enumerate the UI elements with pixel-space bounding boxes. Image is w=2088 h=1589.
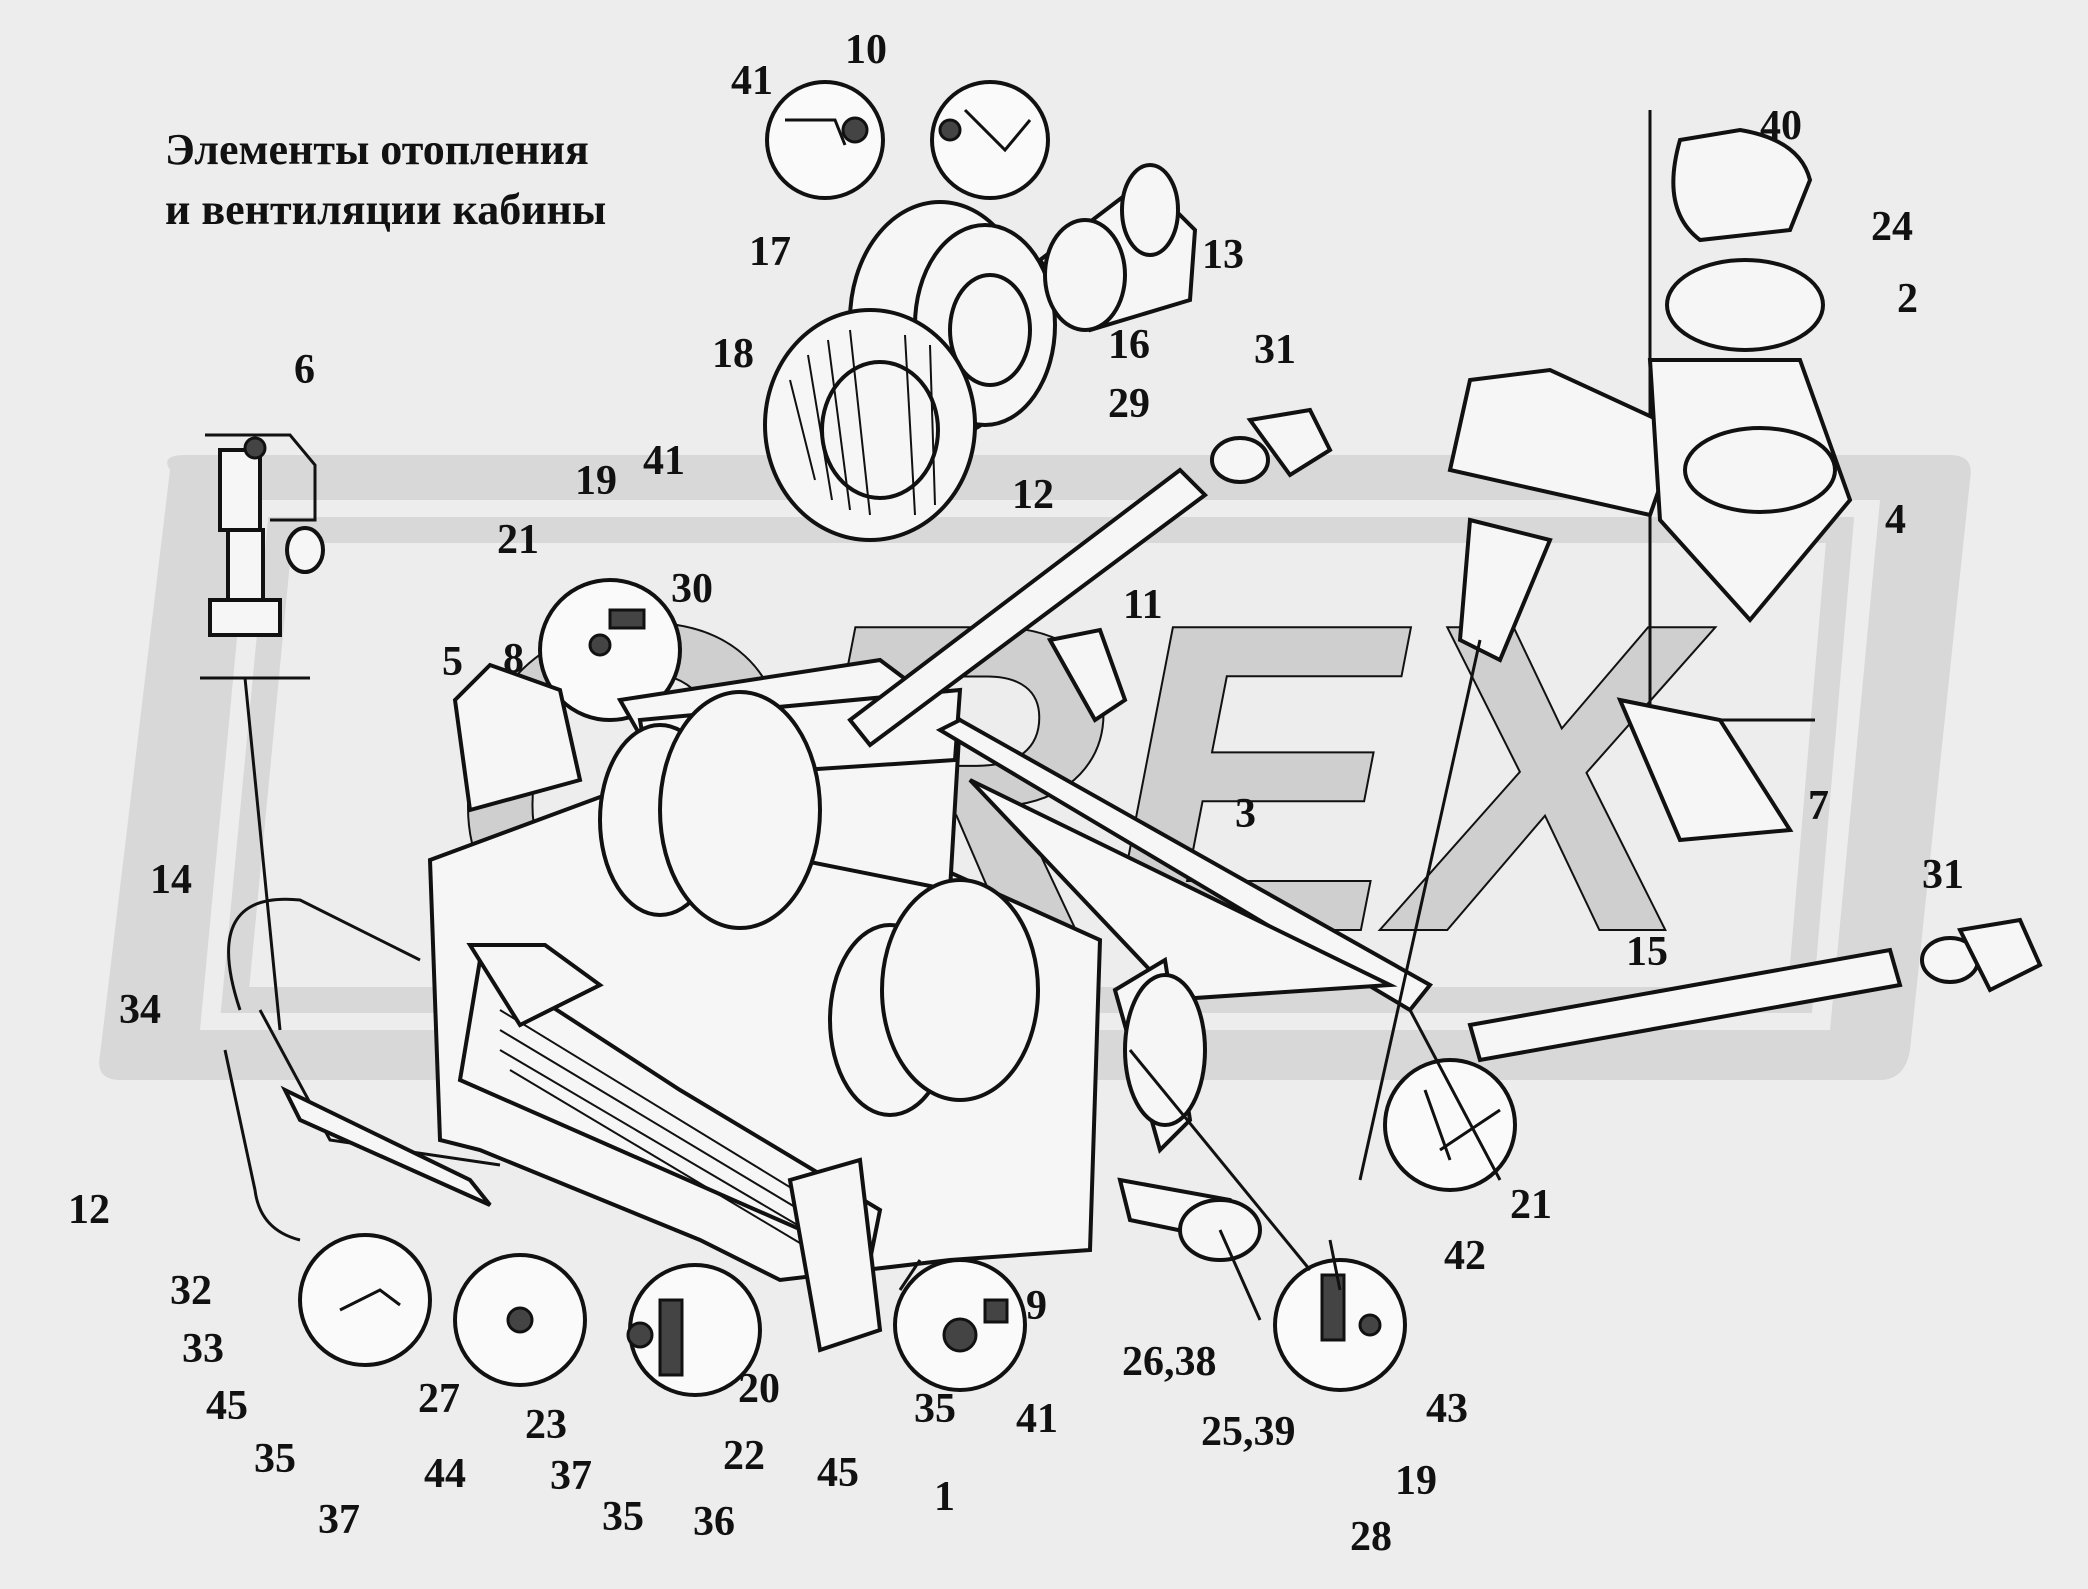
label-25-39: 25,39 bbox=[1201, 1409, 1296, 1455]
label-43: 43 bbox=[1426, 1386, 1468, 1432]
label-31-upper: 31 bbox=[1254, 327, 1296, 373]
label-19-bottom: 19 bbox=[1395, 1458, 1437, 1504]
label-13: 13 bbox=[1202, 232, 1244, 278]
label-23: 23 bbox=[525, 1402, 567, 1448]
label-15: 15 bbox=[1626, 929, 1668, 975]
label-24: 24 bbox=[1871, 204, 1913, 250]
label-5: 5 bbox=[442, 639, 463, 685]
leader-lines bbox=[898, 639, 1502, 1321]
diagram-title-line-1: Элементы отопления bbox=[165, 125, 589, 174]
label-12-duct: 12 bbox=[1012, 472, 1054, 518]
label-7: 7 bbox=[1808, 783, 1829, 829]
fan-motor-group bbox=[763, 163, 1198, 542]
label-30: 30 bbox=[671, 566, 713, 612]
label-9: 9 bbox=[1026, 1283, 1047, 1329]
hose-26-38 bbox=[1117, 1177, 1262, 1262]
label-40: 40 bbox=[1760, 103, 1802, 149]
label-21-top: 21 bbox=[497, 517, 539, 563]
label-8: 8 bbox=[503, 636, 524, 682]
diagram-title-line-2: и вентиляции кабины bbox=[165, 185, 607, 234]
label-2: 2 bbox=[1897, 276, 1918, 322]
air-intake-group bbox=[1447, 110, 1853, 843]
label-19-top: 19 bbox=[575, 458, 617, 504]
label-35-mid: 35 bbox=[602, 1494, 644, 1540]
duct-3 bbox=[935, 717, 1434, 1013]
label-32: 32 bbox=[170, 1268, 212, 1314]
duct-12-upper bbox=[847, 467, 1209, 748]
label-22: 22 bbox=[723, 1433, 765, 1479]
label-37-left: 37 bbox=[318, 1497, 360, 1543]
label-26-38: 26,38 bbox=[1122, 1339, 1217, 1385]
label-45-right: 45 bbox=[817, 1450, 859, 1496]
rod-6 bbox=[243, 677, 282, 1031]
label-21-right: 21 bbox=[1510, 1182, 1552, 1228]
label-37-mid: 37 bbox=[550, 1453, 592, 1499]
part-labels: 41 10 40 24 17 13 2 16 18 29 31 6 12 4 1… bbox=[68, 27, 1964, 1560]
label-6: 6 bbox=[294, 347, 315, 393]
label-28: 28 bbox=[1350, 1514, 1392, 1560]
label-42: 42 bbox=[1444, 1233, 1486, 1279]
label-12-left: 12 bbox=[68, 1187, 110, 1233]
label-18: 18 bbox=[712, 331, 754, 377]
label-36: 36 bbox=[693, 1499, 735, 1545]
label-33: 33 bbox=[182, 1326, 224, 1372]
label-20: 20 bbox=[738, 1366, 780, 1412]
label-41-top: 41 bbox=[731, 58, 773, 104]
label-16: 16 bbox=[1108, 322, 1150, 368]
label-44: 44 bbox=[424, 1451, 466, 1497]
label-1: 1 bbox=[934, 1474, 955, 1520]
hose-air-intake bbox=[1457, 517, 1553, 663]
label-31-right: 31 bbox=[1922, 852, 1964, 898]
label-27: 27 bbox=[418, 1376, 460, 1422]
label-29: 29 bbox=[1108, 381, 1150, 427]
label-4: 4 bbox=[1885, 497, 1906, 543]
heater-housing bbox=[427, 657, 1103, 1353]
label-14: 14 bbox=[150, 857, 192, 903]
part-31-right bbox=[1920, 917, 2043, 993]
label-45-left: 45 bbox=[206, 1383, 248, 1429]
callout-details bbox=[339, 108, 1501, 1377]
pipe-14 bbox=[223, 897, 501, 1242]
label-35-right: 35 bbox=[914, 1386, 956, 1432]
label-17: 17 bbox=[749, 229, 791, 275]
part-31-upper bbox=[1210, 407, 1333, 484]
label-3: 3 bbox=[1235, 791, 1256, 837]
label-11: 11 bbox=[1123, 582, 1163, 628]
label-34: 34 bbox=[119, 987, 161, 1033]
label-35-left: 35 bbox=[254, 1436, 296, 1482]
part-6-tap bbox=[205, 433, 325, 637]
hose-25-39 bbox=[1112, 956, 1207, 1154]
label-10: 10 bbox=[845, 27, 887, 73]
duct-15 bbox=[1467, 947, 1903, 1063]
label-41-mid: 41 bbox=[643, 438, 685, 484]
label-41-bottom: 41 bbox=[1016, 1396, 1058, 1442]
